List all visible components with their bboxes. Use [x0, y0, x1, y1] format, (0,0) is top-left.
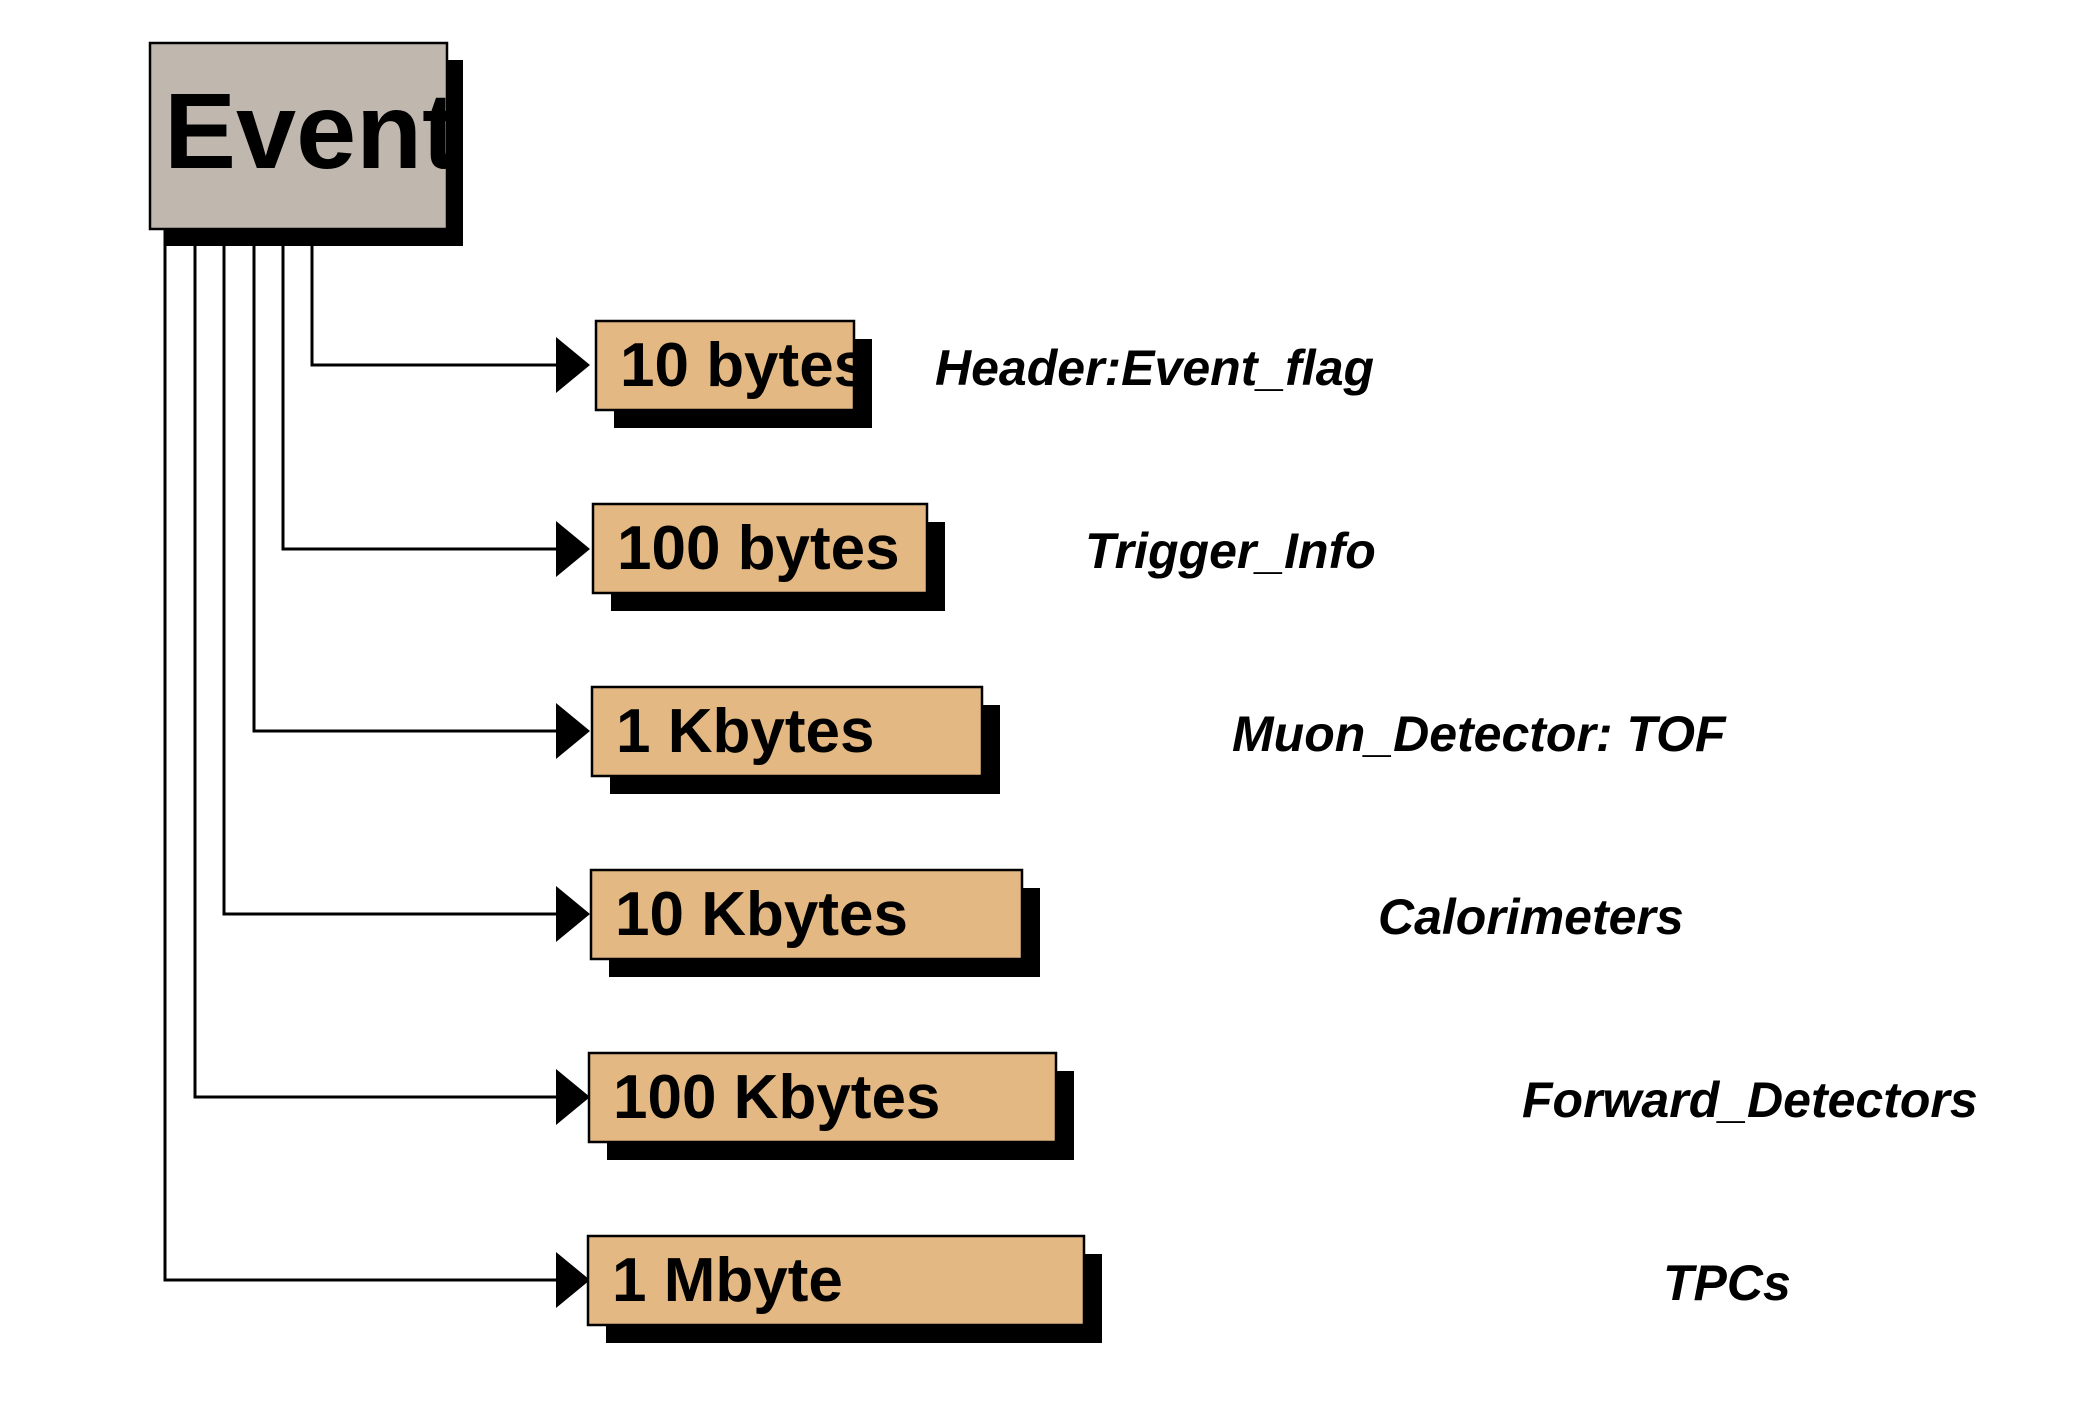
- branch-component-label-3: Muon_Detector: TOF: [1232, 706, 1727, 762]
- arrow-head-icon-5: [556, 1069, 590, 1125]
- branch-component-label-1: Header:Event_flag: [935, 340, 1374, 396]
- branch-bar-size-label-6: 1 Mbyte: [612, 1246, 843, 1315]
- branch-bar-size-label-4: 10 Kbytes: [615, 880, 908, 949]
- branch-row-3[interactable]: 1 Kbytes Muon_Detector: TOF: [590, 685, 1727, 794]
- branch-component-label-5: Forward_Detectors: [1522, 1072, 1978, 1128]
- branch-bar-3: [590, 685, 984, 778]
- branch-row-5[interactable]: 100 Kbytes Forward_Detectors: [587, 1051, 1978, 1160]
- branch-bar-1: [594, 319, 856, 412]
- arrow-head-icon-4: [556, 886, 590, 942]
- arrow-head-icon-3: [556, 703, 590, 759]
- arrowhead-group: [556, 337, 590, 1308]
- branch-bar-4: [589, 868, 1024, 961]
- branch-row-1[interactable]: 10 bytes Header:Event_flag: [594, 319, 1374, 428]
- root-node-label: Event: [164, 70, 458, 191]
- branch-component-label-6: TPCs: [1663, 1255, 1791, 1311]
- root-node-box: [148, 41, 449, 231]
- branch-bar-2: [591, 502, 929, 595]
- arrow-head-icon-1: [556, 337, 590, 393]
- branch-row-2[interactable]: 100 bytes Trigger_Info: [591, 502, 1376, 611]
- branch-row-4[interactable]: 10 Kbytes Calorimeters: [589, 868, 1684, 977]
- root-node-event[interactable]: Event: [148, 41, 463, 246]
- branch-bar-6: [586, 1234, 1086, 1327]
- connector-branch-1: [310, 229, 568, 367]
- branch-bar-size-label-1: 10 bytes: [620, 331, 868, 400]
- connector-branch-3: [252, 229, 568, 733]
- branch-component-label-4: Calorimeters: [1378, 889, 1684, 945]
- connector-branch-6: [163, 229, 568, 1282]
- connector-branch-4: [222, 229, 568, 916]
- connector-group: [163, 229, 568, 1282]
- arrow-head-icon-6: [556, 1252, 590, 1308]
- connector-branch-2: [281, 229, 568, 551]
- branch-component-label-2: Trigger_Info: [1085, 523, 1376, 579]
- branch-bar-size-label-2: 100 bytes: [617, 514, 900, 583]
- arrow-head-icon-2: [556, 521, 590, 577]
- branch-bar-size-label-3: 1 Kbytes: [616, 697, 874, 766]
- connector-branch-5: [193, 229, 568, 1099]
- branch-bar-size-label-5: 100 Kbytes: [613, 1063, 940, 1132]
- branch-bar-5: [587, 1051, 1058, 1144]
- branch-row-6[interactable]: 1 Mbyte TPCs: [586, 1234, 1791, 1343]
